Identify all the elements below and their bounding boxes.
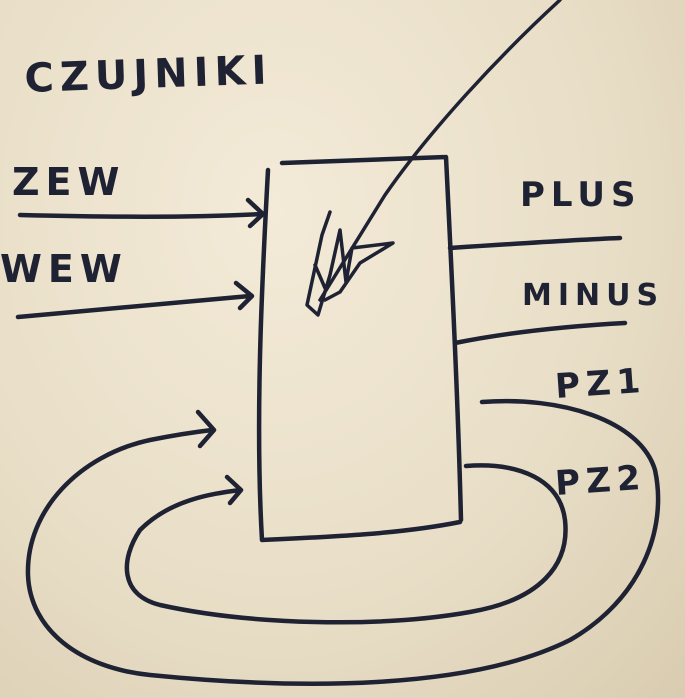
feedback-loop-pz1 [25, 398, 661, 686]
input-label-wew: WEW [0, 247, 128, 291]
output-label-pz2: PZ2 [554, 458, 648, 504]
output-line-plus [447, 235, 623, 251]
feedback-loop-pz2 [124, 463, 568, 625]
output-label-plus: PLUS [520, 175, 641, 215]
output-label-minus: MINUS [522, 278, 664, 313]
input-label-zew: ZEW [12, 160, 125, 204]
output-line-minus [452, 320, 628, 346]
controller-symbol-icon [305, 210, 395, 317]
input-arrow-zew [17, 197, 266, 229]
output-label-pz1: PZ1 [554, 361, 648, 407]
controller-block [256, 154, 464, 543]
pointer-line [318, 0, 562, 302]
diagram-title: CZUJNIKI [24, 47, 273, 102]
input-arrow-wew [15, 280, 255, 320]
